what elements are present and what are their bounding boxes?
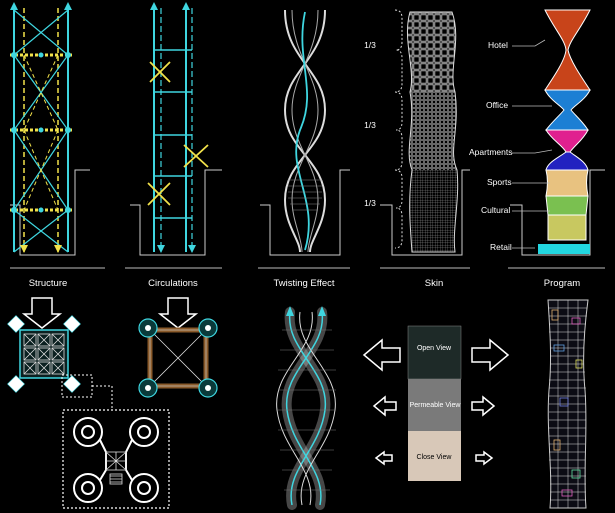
permeable-view-panel (408, 379, 461, 431)
open-view-panel (407, 325, 462, 380)
caption-structure: Structure (29, 278, 68, 289)
twisting-tower (260, 9, 350, 256)
twist-perspective (276, 306, 336, 510)
caption-program: Program (544, 278, 581, 289)
caption-twisting: Twisting Effect (273, 278, 334, 289)
program-tower (510, 9, 605, 256)
program-section-detail (547, 299, 589, 509)
program-label-sports: Sports (487, 177, 512, 187)
open-view-label: Open View (417, 345, 452, 352)
skin-tower (380, 9, 470, 256)
caption-circulations: Circulations (148, 278, 198, 289)
view-arrows (362, 338, 510, 466)
circulations-tower (130, 2, 222, 256)
permeable-view-label: Permeable View (410, 402, 462, 409)
program-label-hotel: Hotel (488, 40, 508, 50)
program-leader-lines (512, 39, 553, 249)
skin-fraction-bottom: 1/3 (364, 198, 376, 208)
program-label-retail: Retail (490, 242, 512, 252)
close-view-label: Close View (417, 454, 453, 461)
structure-tower (10, 2, 90, 256)
structure-plan (7, 297, 170, 509)
caption-skin: Skin (425, 278, 443, 289)
skin-fraction-middle: 1/3 (364, 120, 376, 130)
program-label-cultural: Cultural (481, 205, 510, 215)
close-view-panel (408, 431, 461, 481)
program-label-office: Office (486, 100, 508, 110)
program-label-apartments: Apartments (469, 147, 512, 157)
circulation-plan (138, 297, 218, 398)
skin-fraction-top: 1/3 (364, 40, 376, 50)
